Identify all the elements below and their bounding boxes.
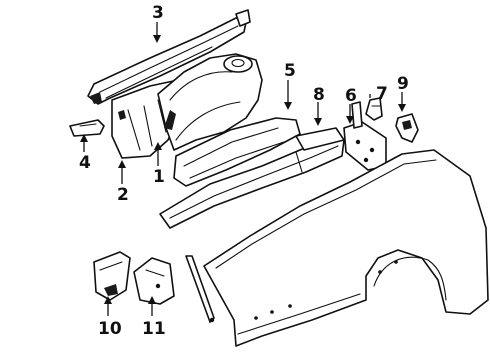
callout-5: 5 [284, 61, 296, 81]
callout-8: 8 [313, 85, 325, 105]
callout-2: 2 [117, 185, 129, 205]
part-8-side-rail [159, 127, 345, 229]
leader-lines [80, 22, 406, 316]
part-3-upper-rail [87, 9, 251, 105]
part-5-lower-rail [173, 117, 301, 187]
callout-labels: 3 5 8 6 7 9 4 1 2 10 11 [79, 3, 409, 339]
callout-9: 9 [397, 74, 409, 94]
part-10-splash-shield [93, 251, 131, 301]
part-11-bracket-brace [133, 255, 215, 323]
callout-10: 10 [98, 319, 122, 339]
part-1-wheelhouse [157, 53, 263, 151]
callout-7: 7 [376, 84, 388, 104]
callout-1: 1 [153, 167, 165, 187]
part-4-bracket [69, 119, 105, 137]
callout-11: 11 [142, 319, 166, 339]
front-fender [203, 149, 489, 347]
part-9-clip [395, 113, 419, 143]
part-7-bracket [365, 97, 383, 121]
callout-4: 4 [79, 153, 91, 173]
callout-6: 6 [345, 86, 357, 106]
callout-3: 3 [152, 3, 164, 23]
